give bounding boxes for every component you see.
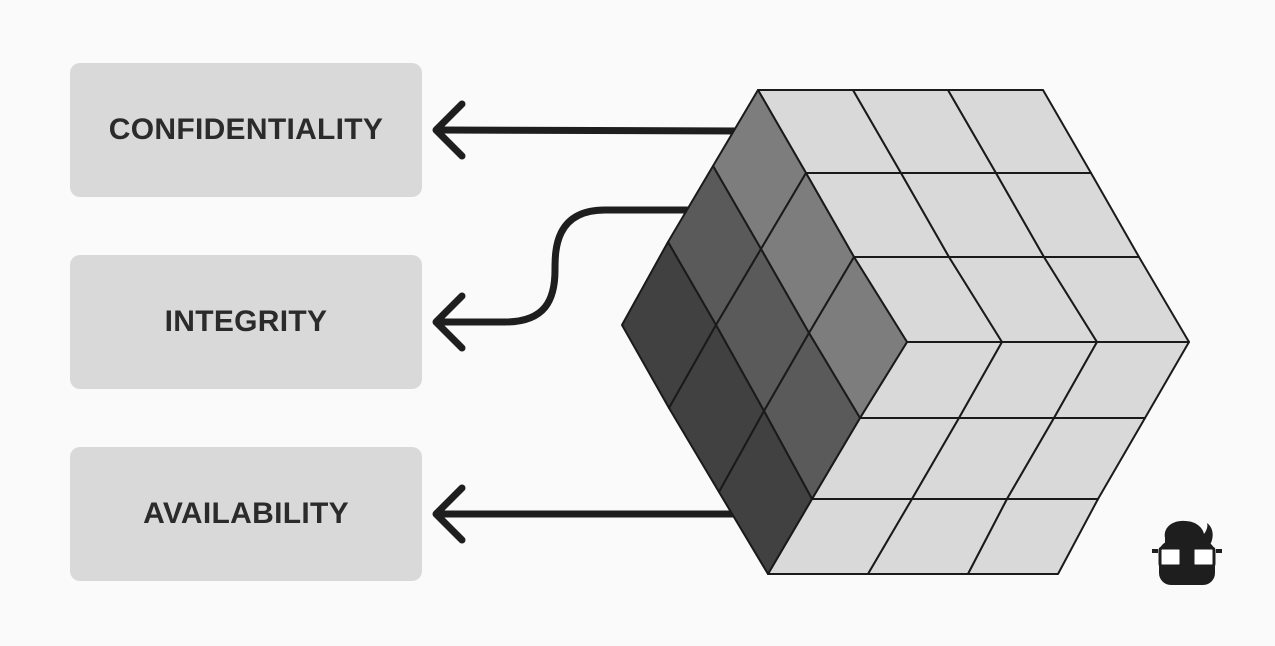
integrity-label: INTEGRITY — [164, 305, 328, 338]
arrow-availability — [432, 484, 739, 544]
arrow-integrity — [432, 206, 694, 352]
nerd-face-logo-icon — [1152, 520, 1222, 585]
arrows — [432, 100, 744, 544]
rubiks-cube-icon — [621, 89, 1190, 575]
availability-box: AVAILABILITY — [70, 447, 422, 581]
cube-dark-face — [621, 89, 908, 575]
availability-label: AVAILABILITY — [143, 497, 349, 530]
confidentiality-box: CONFIDENTIALITY — [70, 63, 422, 197]
arrow-confidentiality — [432, 100, 744, 160]
confidentiality-label: CONFIDENTIALITY — [108, 113, 384, 146]
integrity-box: INTEGRITY — [70, 255, 422, 389]
